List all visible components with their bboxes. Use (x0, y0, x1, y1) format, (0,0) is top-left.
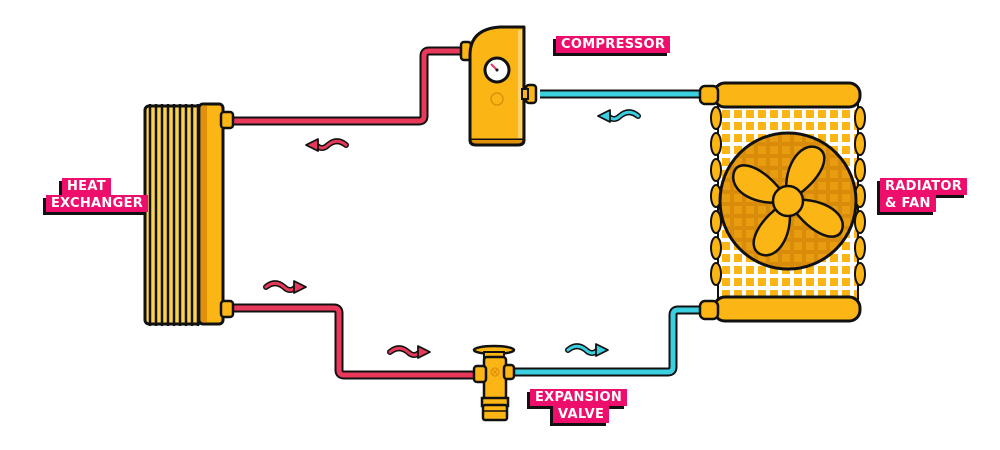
flow-arrow-left-icon (305, 138, 349, 152)
radiator-coil-right (854, 106, 866, 130)
flow-arrow-left-icon (597, 109, 641, 123)
cold-pipe-bottom (508, 305, 705, 377)
radiator-coil-right (854, 210, 866, 234)
radiator-fan-label-line-1: RADIATOR (880, 178, 968, 195)
radiator-fan-label-line-2: & FAN (880, 195, 936, 212)
flow-arrows (263, 109, 641, 359)
flow-arrow-right-icon (565, 343, 609, 357)
radiator-coil-right (854, 132, 866, 156)
radiator-fan-label: RADIATOR & FAN (880, 178, 968, 212)
radiator-coil-right (854, 262, 866, 286)
radiator-coil-right (854, 236, 866, 260)
radiator-coil-left (710, 262, 722, 286)
radiator-coil-left (710, 210, 722, 234)
heat-exchanger-label: HEAT EXCHANGER (46, 178, 149, 212)
hot-pipe-bottom (232, 303, 474, 380)
heat-exchanger-fins (148, 104, 200, 326)
hot-pipe-top (232, 46, 466, 126)
heat-exchanger-label-line-2: EXCHANGER (46, 195, 149, 212)
radiator-coil-right (854, 158, 866, 182)
radiator-coil-left (710, 132, 722, 156)
expansion-valve-icon (472, 344, 516, 422)
compressor-label: COMPRESSOR (556, 36, 671, 53)
compressor-label-text: COMPRESSOR (561, 37, 666, 52)
flow-arrow-right-icon (263, 280, 307, 294)
flow-arrow-right-icon (387, 345, 431, 359)
radiator-coils (710, 106, 866, 286)
expansion-valve-label-line-2: VALVE (553, 406, 610, 423)
compressor-icon (459, 25, 538, 147)
radiator-fan-icon (698, 81, 866, 323)
heat-exchanger-label-line-1: HEAT (62, 178, 111, 195)
radiator-coil-left (710, 106, 722, 130)
expansion-valve-label-line-1: EXPANSION (530, 389, 628, 406)
fan-icon (718, 131, 858, 271)
radiator-coil-left (710, 158, 722, 182)
expansion-valve-label: EXPANSION VALVE (530, 389, 628, 423)
radiator-coil-left (710, 236, 722, 260)
heat-exchanger-icon (143, 102, 235, 326)
pressure-gauge-icon (483, 56, 511, 84)
